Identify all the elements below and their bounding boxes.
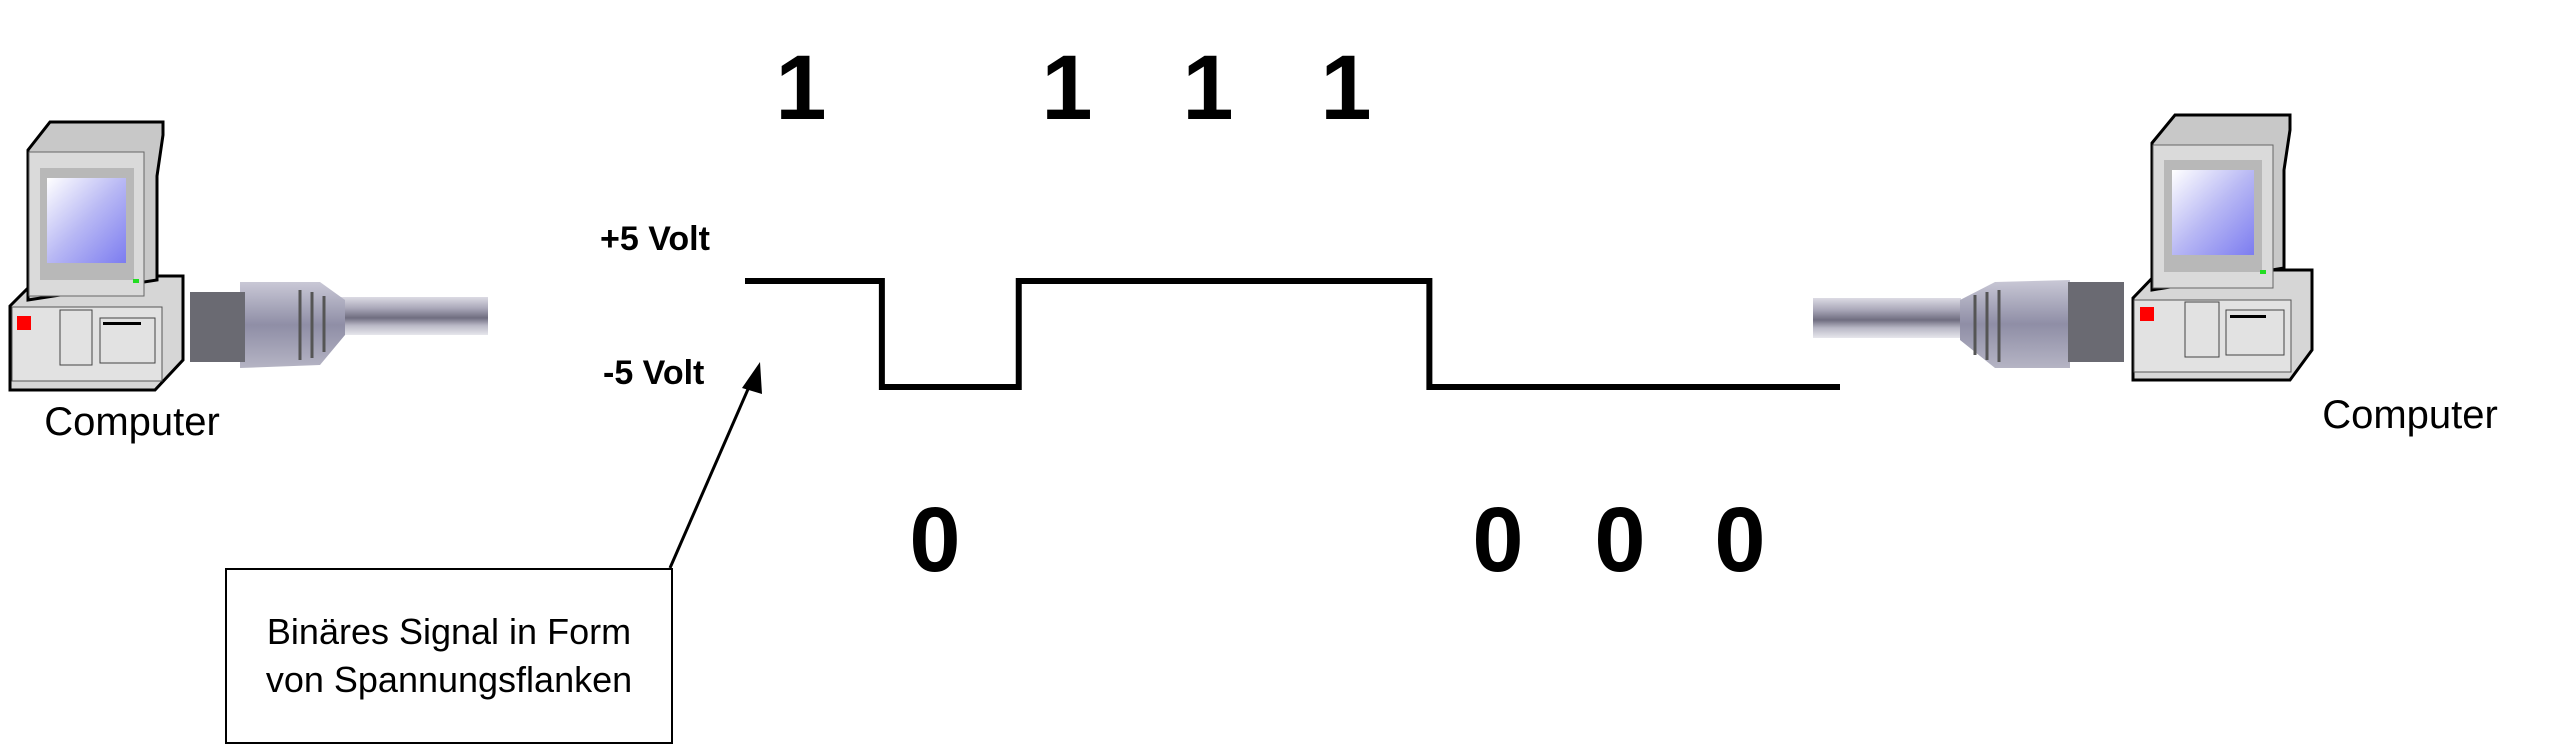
callout-line-2: von Spannungsflanken bbox=[265, 659, 633, 700]
left-computer-label: Computer bbox=[44, 400, 220, 444]
left-computer-icon bbox=[8, 120, 185, 392]
bit-label: 1 bbox=[1041, 37, 1093, 139]
voltage-high-label: +5 Volt bbox=[600, 220, 710, 258]
right-network-cable-icon bbox=[1813, 280, 2124, 368]
callout-box: Binäres Signal in Form von Spannungsflan… bbox=[225, 568, 673, 744]
voltage-low-label: -5 Volt bbox=[603, 354, 705, 392]
callout-arrow bbox=[668, 362, 762, 569]
bit-label: 1 bbox=[775, 37, 827, 139]
bit-label: 0 bbox=[1714, 489, 1766, 591]
bit-label: 1 bbox=[1182, 37, 1234, 139]
right-computer-label: Computer bbox=[2322, 393, 2498, 437]
callout-line-1: Binäres Signal in Form bbox=[266, 611, 632, 652]
left-network-cable-icon bbox=[190, 282, 488, 368]
bit-label: 0 bbox=[909, 489, 961, 591]
bit-label: 0 bbox=[1472, 489, 1524, 591]
bit-label: 1 bbox=[1320, 37, 1372, 139]
bit-label: 0 bbox=[1594, 489, 1646, 591]
binary-signal-waveform bbox=[745, 278, 1840, 390]
right-computer-icon bbox=[2131, 113, 2314, 382]
